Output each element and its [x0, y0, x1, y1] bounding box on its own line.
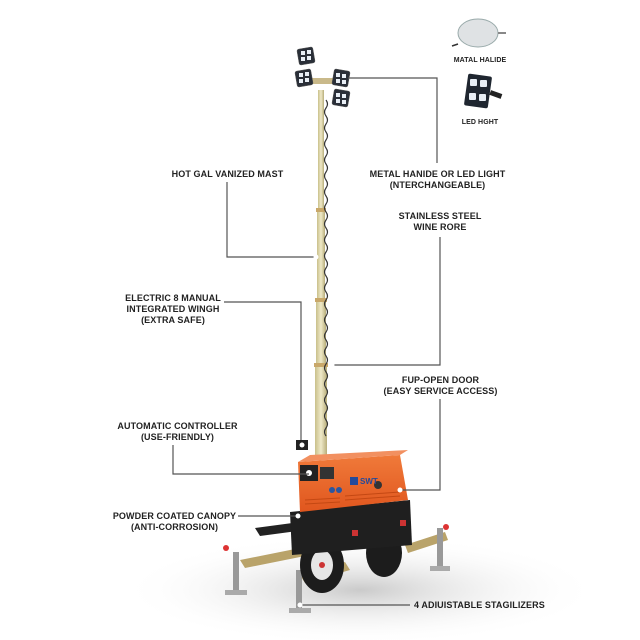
callout-winch: ELECTRIC 8 MANUAL INTEGRATED WINGH (EXTR… — [118, 293, 228, 326]
wire-rope — [323, 99, 329, 437]
callout-lamps-line2: (NTERCHANGEABLE) — [389, 180, 486, 190]
callout-mast-line1: HOT GAL VANIZED MAST — [171, 169, 284, 179]
legend-led-label: LED HGHT — [461, 119, 499, 126]
callout-winch-line3: (EXTRA SAFE) — [141, 315, 205, 325]
callout-controller-line2: (USE-FRIENDLY) — [140, 432, 215, 442]
mast — [314, 90, 329, 455]
base-frame — [290, 500, 412, 555]
led-light-icon — [464, 73, 503, 109]
lamp-head — [294, 46, 351, 108]
callout-dots — [295, 254, 403, 608]
callout-wire-rope: STAINLESS STEEL WINE RORE — [390, 211, 490, 233]
callout-wire-rope-line2: WINE RORE — [413, 222, 467, 232]
callout-canopy-line2: (ANTI-CORROSION) — [130, 522, 219, 532]
callout-controller: AUTOMATIC CONTROLLER (USE-FRIENDLY) — [115, 421, 240, 443]
callout-winch-line2: INTEGRATED WINGH — [126, 304, 220, 314]
callout-door-line1: FUP-OPEN DOOR — [401, 375, 480, 385]
callout-lamps-line1: METAL HANIDE OR LED LIGHT — [369, 169, 506, 179]
callout-winch-line1: ELECTRIC 8 MANUAL — [125, 293, 221, 303]
callout-controller-line1: AUTOMATIC CONTROLLER — [117, 421, 238, 431]
brand-logo: SWT — [360, 477, 378, 486]
callout-wire-rope-line1: STAINLESS STEEL — [398, 211, 482, 221]
callout-lamps: METAL HANIDE OR LED LIGHT (NTERCHANGEABL… — [365, 169, 510, 191]
callout-mast: HOT GAL VANIZED MAST — [165, 169, 290, 180]
leader-lines — [172, 77, 441, 606]
legend-metal-halide-label: MATAL HALIDE — [453, 57, 507, 64]
callout-canopy: POWDER COATED CANOPY (ANTI-CORROSION) — [112, 511, 237, 533]
callout-canopy-line1: POWDER COATED CANOPY — [112, 511, 237, 521]
ground-shadow — [120, 535, 600, 640]
metal-halide-lamp-icon — [451, 18, 506, 48]
callout-door-line2: (EASY SERVICE ACCESS) — [383, 386, 498, 396]
canopy: SWT — [298, 450, 408, 512]
callout-stabilizers: 4 ADIUISTABLE STAGILIZERS — [414, 600, 545, 611]
callout-door: FUP-OPEN DOOR (EASY SERVICE ACCESS) — [378, 375, 503, 397]
callout-stabilizers-line1: 4 ADIUISTABLE STAGILIZERS — [414, 600, 545, 610]
